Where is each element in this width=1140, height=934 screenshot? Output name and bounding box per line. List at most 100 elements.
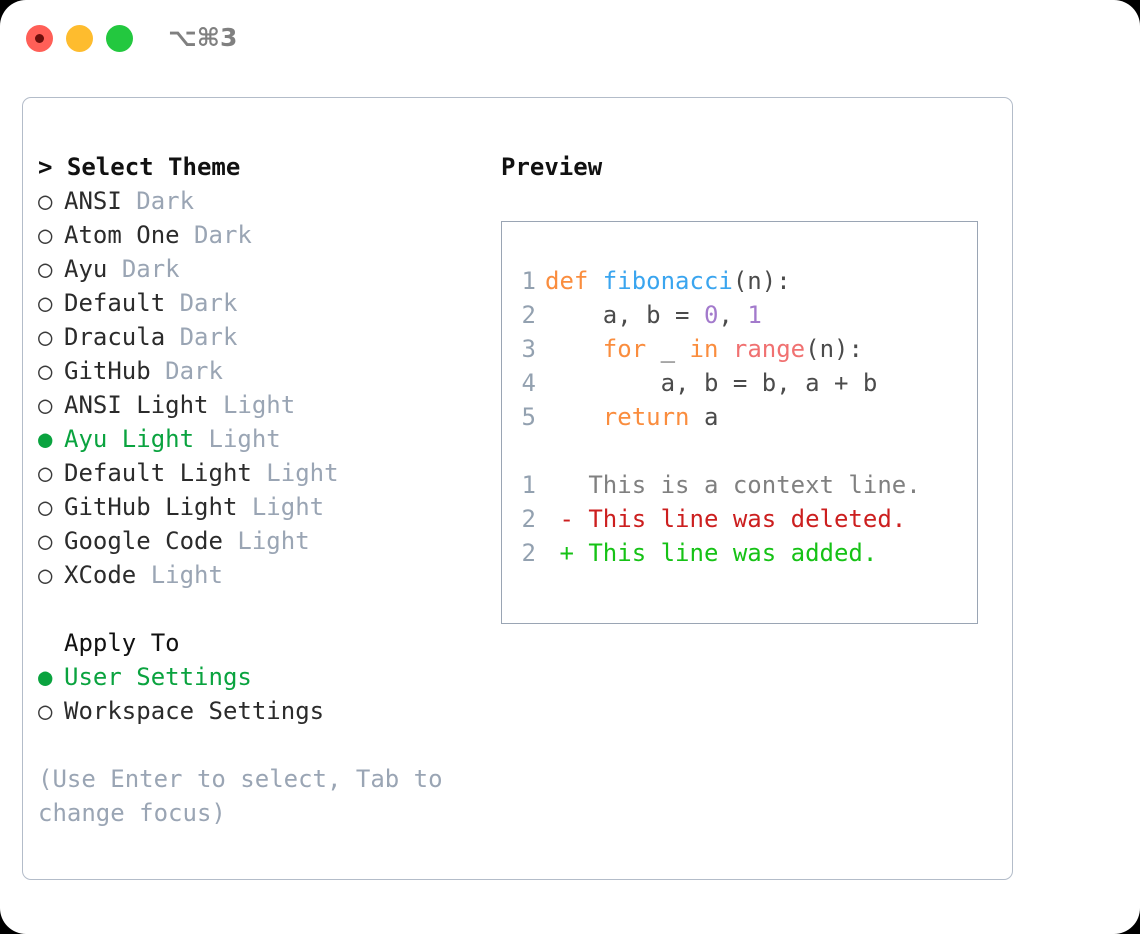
theme-option-variant	[122, 184, 136, 218]
section-gap	[38, 592, 498, 626]
preview-heading: Preview	[501, 153, 603, 181]
theme-option-suffix: Light	[208, 425, 281, 453]
code-token	[545, 335, 603, 363]
radio-unselected-icon: ○	[38, 289, 53, 317]
apply-to-option[interactable]: ●User Settings	[38, 660, 498, 694]
window-controls	[26, 25, 133, 52]
theme-option-variant	[107, 252, 121, 286]
radio-unselected-icon: ○	[38, 493, 53, 521]
theme-option[interactable]: ○Google Code Light	[38, 524, 498, 558]
line-number: 2	[521, 301, 536, 329]
theme-option-variant	[165, 320, 179, 354]
apply-to-heading: Apply To	[64, 629, 180, 657]
theme-option-label: Atom One	[64, 221, 180, 249]
theme-option[interactable]: ○GitHub Light Light	[38, 490, 498, 524]
select-theme-heading: > Select Theme	[38, 153, 241, 181]
theme-option-label: ANSI	[64, 187, 122, 215]
theme-option-label: Ayu Light	[64, 425, 195, 453]
line-number: 2	[521, 505, 536, 533]
theme-option[interactable]: ○Ayu Dark	[38, 252, 498, 286]
maximize-button[interactable]	[106, 25, 133, 52]
radio-unselected-icon: ○	[38, 221, 53, 249]
radio-unselected-icon: ○	[38, 323, 53, 351]
theme-option[interactable]: ○ Atom One Dark	[38, 218, 498, 252]
keyboard-hint-text: (Use Enter to select, Tab to change focu…	[38, 765, 443, 827]
theme-option-variant	[209, 388, 223, 422]
code-line: 2 a, b = 0, 1	[514, 298, 921, 332]
theme-option[interactable]: ○ANSI Dark	[38, 184, 498, 218]
theme-option-suffix: Dark	[165, 357, 223, 385]
theme-option-suffix: Dark	[179, 323, 238, 351]
theme-option-variant	[223, 524, 237, 558]
diff-line: 1 This is a context line.	[514, 468, 921, 502]
radio-unselected-icon: ○	[38, 697, 53, 725]
code-token: This is a context line.	[545, 471, 921, 499]
apply-to-option[interactable]: ○Workspace Settings	[38, 694, 498, 728]
radio-unselected-icon: ○	[38, 357, 53, 385]
radio-unselected-icon: ○	[38, 459, 53, 487]
code-token: 1	[747, 301, 762, 329]
apply-to-list: ●User Settings○Workspace Settings	[38, 660, 498, 728]
theme-option[interactable]: ○GitHub Dark	[38, 354, 498, 388]
theme-option[interactable]: ○Default Light Light	[38, 456, 498, 490]
line-number: 5	[521, 403, 536, 431]
theme-option-variant	[180, 218, 194, 252]
code-token: range	[732, 335, 806, 363]
radio-unselected-icon: ○	[38, 391, 53, 419]
code-token	[545, 403, 603, 431]
line-number: 3	[521, 335, 536, 363]
diff-line: 2 + This line was added.	[514, 536, 921, 570]
theme-option-variant	[165, 286, 179, 320]
code-token: + This line was added.	[545, 539, 878, 567]
code-token: def	[545, 267, 603, 295]
code-line: 3 for _ in range(n):	[514, 332, 921, 366]
theme-option-variant	[151, 354, 165, 388]
theme-option-label: XCode	[64, 561, 137, 589]
theme-option-label: Default	[64, 289, 166, 317]
line-number: 2	[521, 539, 536, 567]
theme-option-variant	[237, 490, 251, 524]
theme-option-variant	[194, 422, 208, 456]
theme-option-label: Dracula	[64, 323, 166, 351]
code-token: a	[689, 403, 719, 431]
theme-option[interactable]: ○ Dracula Dark	[38, 320, 498, 354]
code-token: a, b = b, a + b	[545, 369, 878, 397]
code-token: for	[602, 335, 647, 363]
title-bar: ⌥⌘3	[0, 0, 1140, 76]
line-number: 1	[521, 471, 536, 499]
theme-option[interactable]: ○Default Dark	[38, 286, 498, 320]
theme-option[interactable]: ○ANSI Light Light	[38, 388, 498, 422]
hint-gap	[38, 728, 498, 762]
theme-option-suffix: Dark	[194, 221, 252, 249]
theme-option[interactable]: ○XCode Light	[38, 558, 498, 592]
diff-line: 2 - This line was deleted.	[514, 502, 921, 536]
close-button[interactable]	[26, 25, 53, 52]
theme-option-suffix: Light	[266, 459, 339, 487]
code-line-text: a, b = b, a + b	[536, 366, 878, 400]
radio-selected-icon: ●	[38, 663, 53, 691]
code-line: 4 a, b = b, a + b	[514, 366, 921, 400]
code-line: 5 return a	[514, 400, 921, 434]
code-line-text: a, b = 0, 1	[536, 298, 762, 332]
keyboard-shortcut-label: ⌥⌘3	[168, 23, 238, 52]
line-number: 4	[521, 369, 536, 397]
code-line-text: - This line was deleted.	[536, 502, 906, 536]
code-token: 0	[703, 301, 719, 329]
code-blank-line	[514, 434, 921, 468]
code-token: fibonacci	[602, 267, 733, 295]
code-token: _	[646, 335, 690, 363]
code-token: - This line was deleted.	[545, 505, 907, 533]
theme-option-variant	[136, 558, 150, 592]
code-token: a, b =	[545, 301, 704, 329]
theme-option-suffix: Light	[237, 527, 310, 555]
code-line-text: + This line was added.	[536, 536, 877, 570]
radio-unselected-icon: ○	[38, 527, 53, 555]
theme-option-suffix: Dark	[121, 255, 180, 283]
theme-option[interactable]: ●Ayu Light Light	[38, 422, 498, 456]
code-line-text: for _ in range(n):	[536, 332, 863, 366]
minimize-button[interactable]	[66, 25, 93, 52]
code-token: return	[602, 403, 690, 431]
